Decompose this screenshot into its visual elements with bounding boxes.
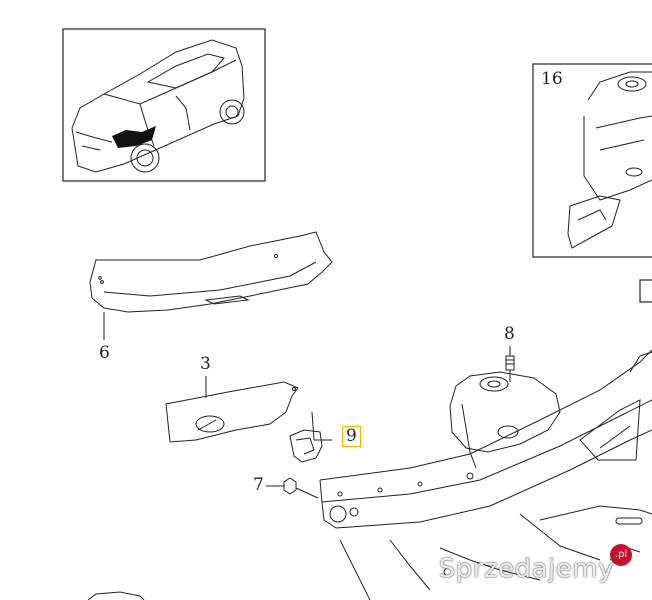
callout-3: 3 (200, 354, 211, 374)
watermark-text: Sprzedajemy (438, 554, 614, 584)
part-3-bracket (165, 376, 299, 443)
part-6-panel (89, 231, 333, 340)
callout-9: 9 (342, 426, 361, 447)
part-7-nut (266, 477, 319, 499)
adjacent-callout-box (639, 279, 652, 303)
highlighted-area (112, 126, 156, 148)
callout-8: 8 (504, 324, 515, 344)
partial-part-bottom-left (87, 591, 145, 600)
callout-16: 16 (541, 69, 563, 89)
callout-7: 7 (253, 475, 264, 495)
watermark-badge: .pl (610, 544, 632, 566)
part-9-clip (289, 411, 332, 463)
callout-6: 6 (99, 343, 110, 363)
car-overview-inset (62, 28, 266, 182)
part-8-stud (505, 346, 515, 382)
inset-16-frame (532, 63, 652, 258)
